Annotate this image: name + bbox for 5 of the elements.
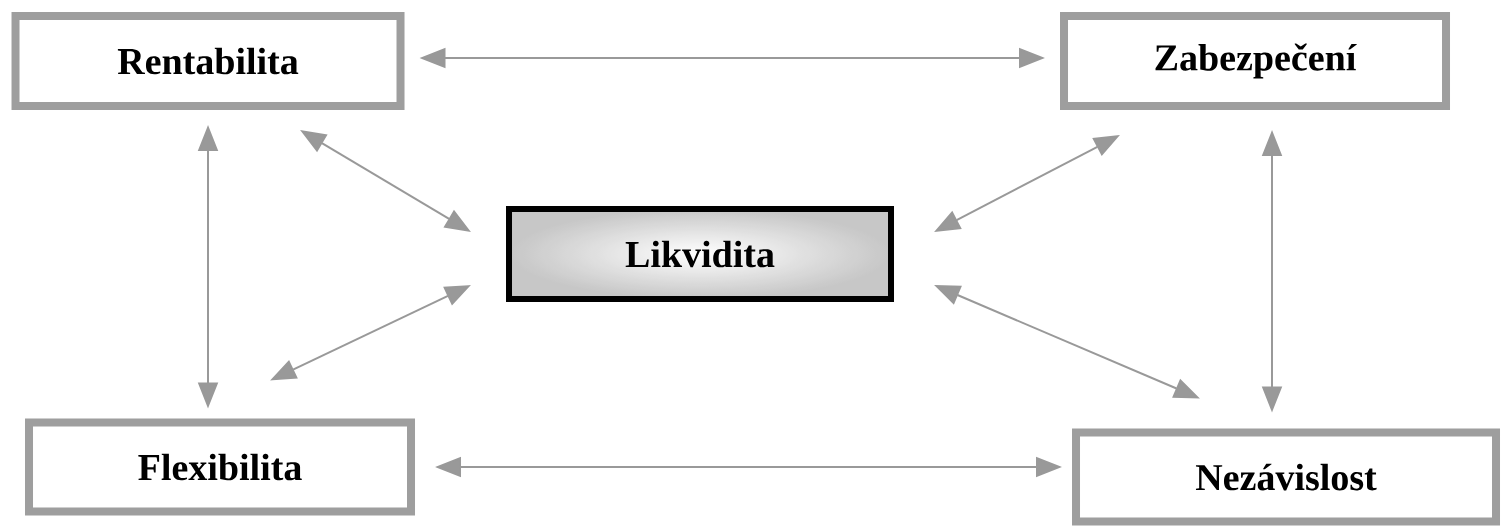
box: Flexibilita [25, 418, 415, 516]
box: Nezávislost [1072, 428, 1500, 526]
box: Zabezpečení [1060, 12, 1450, 110]
box: Rentabilita [11, 12, 405, 110]
box: Likvidita [506, 206, 894, 302]
